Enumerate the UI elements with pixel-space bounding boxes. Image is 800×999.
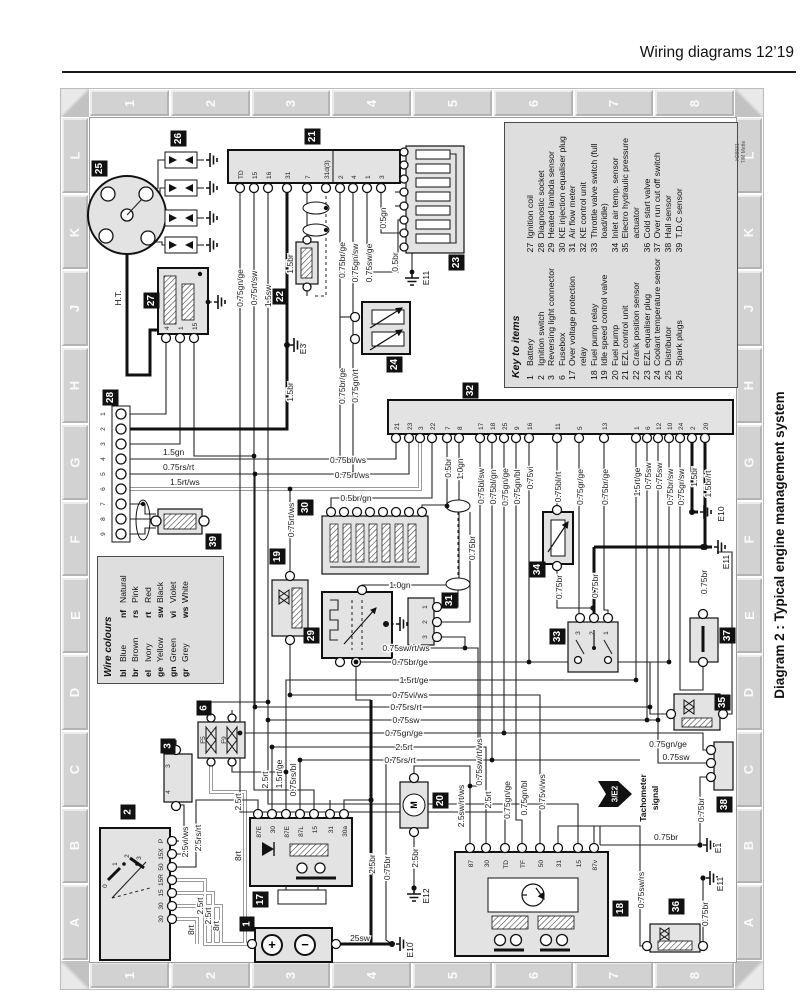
- grid-tile: 2: [170, 90, 250, 116]
- header-rule: [62, 71, 796, 73]
- grid-tile: B: [736, 808, 762, 884]
- grid-tile: K: [62, 194, 88, 270]
- grid-tile: 1: [90, 90, 169, 116]
- grid-tile: F: [736, 501, 762, 577]
- grid-tile: H: [62, 348, 88, 423]
- grid-tile: D: [62, 655, 88, 730]
- frame-corner: [735, 961, 763, 989]
- page-header: Wiring diagrams 12’19: [639, 44, 794, 61]
- grid-tile: 4: [332, 90, 411, 116]
- grid-tile: 5: [413, 962, 492, 988]
- grid-tile: A: [736, 885, 762, 961]
- grid-tile: F: [62, 501, 88, 577]
- grid-tile: L: [62, 118, 88, 193]
- grid-tile: D: [736, 655, 762, 730]
- grid-tile: L: [736, 118, 762, 193]
- grid-tile: A: [62, 885, 88, 961]
- diagram-caption: Diagram 2 : Typical engine management sy…: [772, 391, 787, 699]
- grid-tile: 4: [332, 962, 411, 988]
- grid-tile: G: [736, 424, 762, 500]
- grid-tile: E: [736, 578, 762, 654]
- grid-tile: C: [736, 731, 762, 807]
- grid-tile: 5: [413, 90, 492, 116]
- grid-tile: C: [62, 731, 88, 807]
- grid-tile: 2: [170, 962, 250, 988]
- grid-tile: 6: [493, 962, 573, 988]
- frame-corner: [61, 961, 89, 989]
- grid-tile: E: [62, 578, 88, 654]
- grid-tile: 8: [655, 90, 734, 116]
- grid-tile: B: [62, 808, 88, 884]
- frame-corner: [735, 89, 763, 117]
- grid-tile: 7: [574, 962, 654, 988]
- grid-tile: 3: [251, 962, 331, 988]
- grid-tile: G: [62, 424, 88, 500]
- grid-tile: J: [62, 271, 88, 347]
- grid-tile: 6: [493, 90, 573, 116]
- grid-tile: 3: [251, 90, 331, 116]
- grid-tile: 8: [655, 962, 734, 988]
- grid-tile: 1: [90, 962, 169, 988]
- key-title: Key to items: [510, 315, 522, 378]
- frame-corner: [61, 89, 89, 117]
- wire-colours-title: Wire colours: [103, 616, 114, 677]
- grid-tile: 7: [574, 90, 654, 116]
